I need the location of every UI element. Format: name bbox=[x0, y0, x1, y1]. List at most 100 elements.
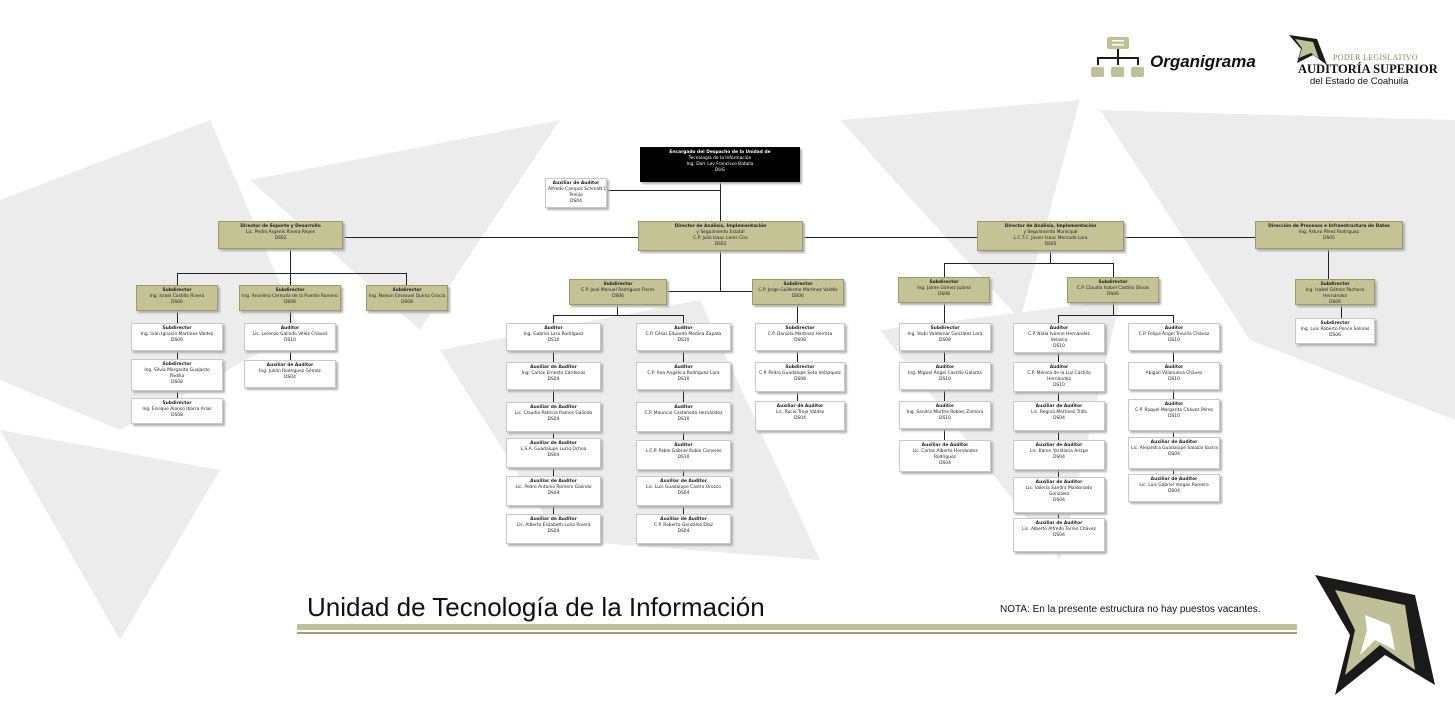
node-line: DS10 bbox=[247, 338, 333, 344]
node-line: DS06 bbox=[1298, 333, 1372, 339]
node-line: DS04 bbox=[1016, 455, 1102, 461]
org-node-b2a: SubdirectorC.P. Daniela Martínez Herrera… bbox=[755, 323, 845, 351]
node-line: DS02 bbox=[221, 236, 340, 242]
node-line: DS10 bbox=[509, 338, 598, 344]
page-title: Unidad de Tecnología de la Información bbox=[307, 592, 765, 623]
node-line: DS10 bbox=[639, 455, 728, 461]
org-node-b1k: Auxiliar de AuditorLic. Luis Guadalupe C… bbox=[636, 476, 731, 506]
org-node-a2b: Auxiliar de AuditorIng. Julián Rodríguez… bbox=[244, 360, 336, 388]
org-node-b1h: AuditorC.P. Ana Angélica Rodríguez LaraD… bbox=[636, 362, 731, 390]
node-line: DS08 bbox=[758, 338, 842, 344]
logo-subname: del Estado de Coahuila bbox=[1310, 76, 1408, 87]
node-line: DS10 bbox=[902, 416, 988, 422]
node-line: DS10 bbox=[902, 377, 988, 383]
node-line: DS05 bbox=[980, 242, 1121, 248]
accent-bar-thin bbox=[297, 632, 1297, 634]
node-line: DS04 bbox=[509, 417, 598, 423]
org-node-a3: SubdirectorIng. Nelson Emanuel Quiroz Gr… bbox=[366, 285, 448, 311]
node-line: DS10 bbox=[1016, 383, 1102, 389]
node-line: DS04 bbox=[1131, 452, 1217, 458]
org-node-c1d: Auxiliar de AuditorLic. Carlos Alberto H… bbox=[899, 440, 991, 472]
node-line: DS06 bbox=[572, 294, 664, 300]
org-node-a1b: SubdirectorIng. Silvia Margarita Guajard… bbox=[131, 359, 223, 391]
node-line: DS10 bbox=[639, 377, 728, 383]
accent-bar bbox=[297, 624, 1297, 630]
node-line: DS02 bbox=[641, 242, 800, 248]
org-node-m2: Director de Análisis, Implementacióny Se… bbox=[638, 221, 803, 251]
note-text: NOTA: En la presente estructura no hay p… bbox=[1000, 604, 1261, 615]
node-line: DS10 bbox=[639, 417, 728, 423]
node-line: DS06 bbox=[1298, 300, 1372, 305]
org-node-b1b: Auxiliar de AuditorIng. Carlos Ernesto C… bbox=[506, 362, 601, 390]
node-line: DS04 bbox=[548, 199, 604, 205]
org-node-c2g: AuditorC.P. Felipe Ángel Treviño ChávezD… bbox=[1128, 323, 1220, 351]
org-node-top: Encargado del Despacho de la Unidad deTe… bbox=[640, 147, 800, 182]
node-line: DS04 bbox=[1131, 489, 1217, 495]
node-line: DS10 bbox=[1016, 344, 1102, 350]
org-node-c2a: AuditorC.P. Nidia Ivonne HernándezVelasc… bbox=[1013, 323, 1105, 353]
org-node-b1f: Auxiliar de AuditorLic. Alberto Elizabet… bbox=[506, 514, 601, 544]
node-line: DS06 bbox=[139, 300, 215, 306]
node-line: DS08 bbox=[901, 292, 987, 298]
node-line: DS04 bbox=[758, 416, 842, 422]
org-node-c2f: Auxiliar de AuditorLic. Alberto Alfredo … bbox=[1013, 518, 1105, 552]
node-line: DS10 bbox=[1131, 377, 1217, 383]
org-node-b1g: AuditorC.P. César Eduardo Medina ZapataD… bbox=[636, 323, 731, 351]
node-line: DS04 bbox=[509, 529, 598, 535]
organigrama-label: Organigrama bbox=[1150, 52, 1256, 72]
org-node-m1: Director de Soporte y DesarrolloLic. Ped… bbox=[218, 221, 343, 249]
organigrama-icon bbox=[1091, 37, 1145, 83]
logo-name: AUDITORÍA SUPERIOR bbox=[1298, 62, 1438, 77]
node-line: DS08 bbox=[369, 300, 445, 306]
node-line: DS04 bbox=[1016, 533, 1102, 539]
org-node-c1b: AuditorIng. Miguel Ángel Castillo Galarz… bbox=[899, 362, 991, 390]
org-node-m3: Director de Análisis, Implementacióny Se… bbox=[977, 221, 1124, 251]
org-node-c2h: AuditorAbigail Villanueva ChávezDS10 bbox=[1128, 362, 1220, 390]
org-node-c2e: Auxiliar de AuditorLic. Valeria Sandra M… bbox=[1013, 477, 1105, 513]
node-line: DS10 bbox=[1131, 414, 1217, 420]
node-line: DS04 bbox=[639, 529, 728, 535]
org-node-c2i: AuditorC.P. Raquel Margarita Chávez Pére… bbox=[1128, 399, 1220, 431]
node-line: DUG bbox=[643, 168, 797, 174]
node-line: DS08 bbox=[134, 380, 220, 386]
node-line: DS06 bbox=[242, 300, 338, 306]
org-node-c2k: Auxiliar de AuditorLic. Luis Gabriel Var… bbox=[1128, 474, 1220, 502]
org-node-b1j: AuditorL.C.P. Pablo Gabriel Rubio Cisner… bbox=[636, 440, 731, 470]
node-line: DS04 bbox=[902, 461, 988, 467]
org-node-m4: Dirección de Procesos e Infraestructura … bbox=[1255, 221, 1403, 249]
node-line: DS10 bbox=[639, 338, 728, 344]
org-node-a1a: SubdirectorIng. Iván Ignacio Martínez Va… bbox=[131, 323, 223, 351]
node-line: DS04 bbox=[509, 377, 598, 383]
org-node-b2c: Auxiliar de AuditorLic. Rocío Trejo Vald… bbox=[755, 401, 845, 431]
org-node-b1c: Auxiliar de AuditorLic. Claudia Patricia… bbox=[506, 402, 601, 432]
node-line: DS05 bbox=[1258, 236, 1400, 242]
org-node-aux: Auxiliar de AuditorAlfredo Campos Schmid… bbox=[545, 178, 607, 208]
org-node-c2j: Auxiliar de AuditorLic. Alejandra Guadal… bbox=[1128, 437, 1220, 469]
node-line: DS08 bbox=[134, 413, 220, 419]
org-node-b2: SubdirectorC.P. Jorge Guillermo Martínez… bbox=[752, 279, 844, 305]
node-line: DS04 bbox=[247, 375, 333, 381]
node-line: DS08 bbox=[758, 377, 842, 383]
node-line: DS04 bbox=[639, 491, 728, 497]
org-node-b2b: SubdirectorC.P. Pedro Guadalupe Soto Vel… bbox=[755, 362, 845, 392]
node-line: DS06 bbox=[1070, 292, 1156, 298]
node-line: DS08 bbox=[902, 338, 988, 344]
node-line: DS04 bbox=[1016, 416, 1102, 422]
node-line: DS06 bbox=[755, 294, 841, 300]
